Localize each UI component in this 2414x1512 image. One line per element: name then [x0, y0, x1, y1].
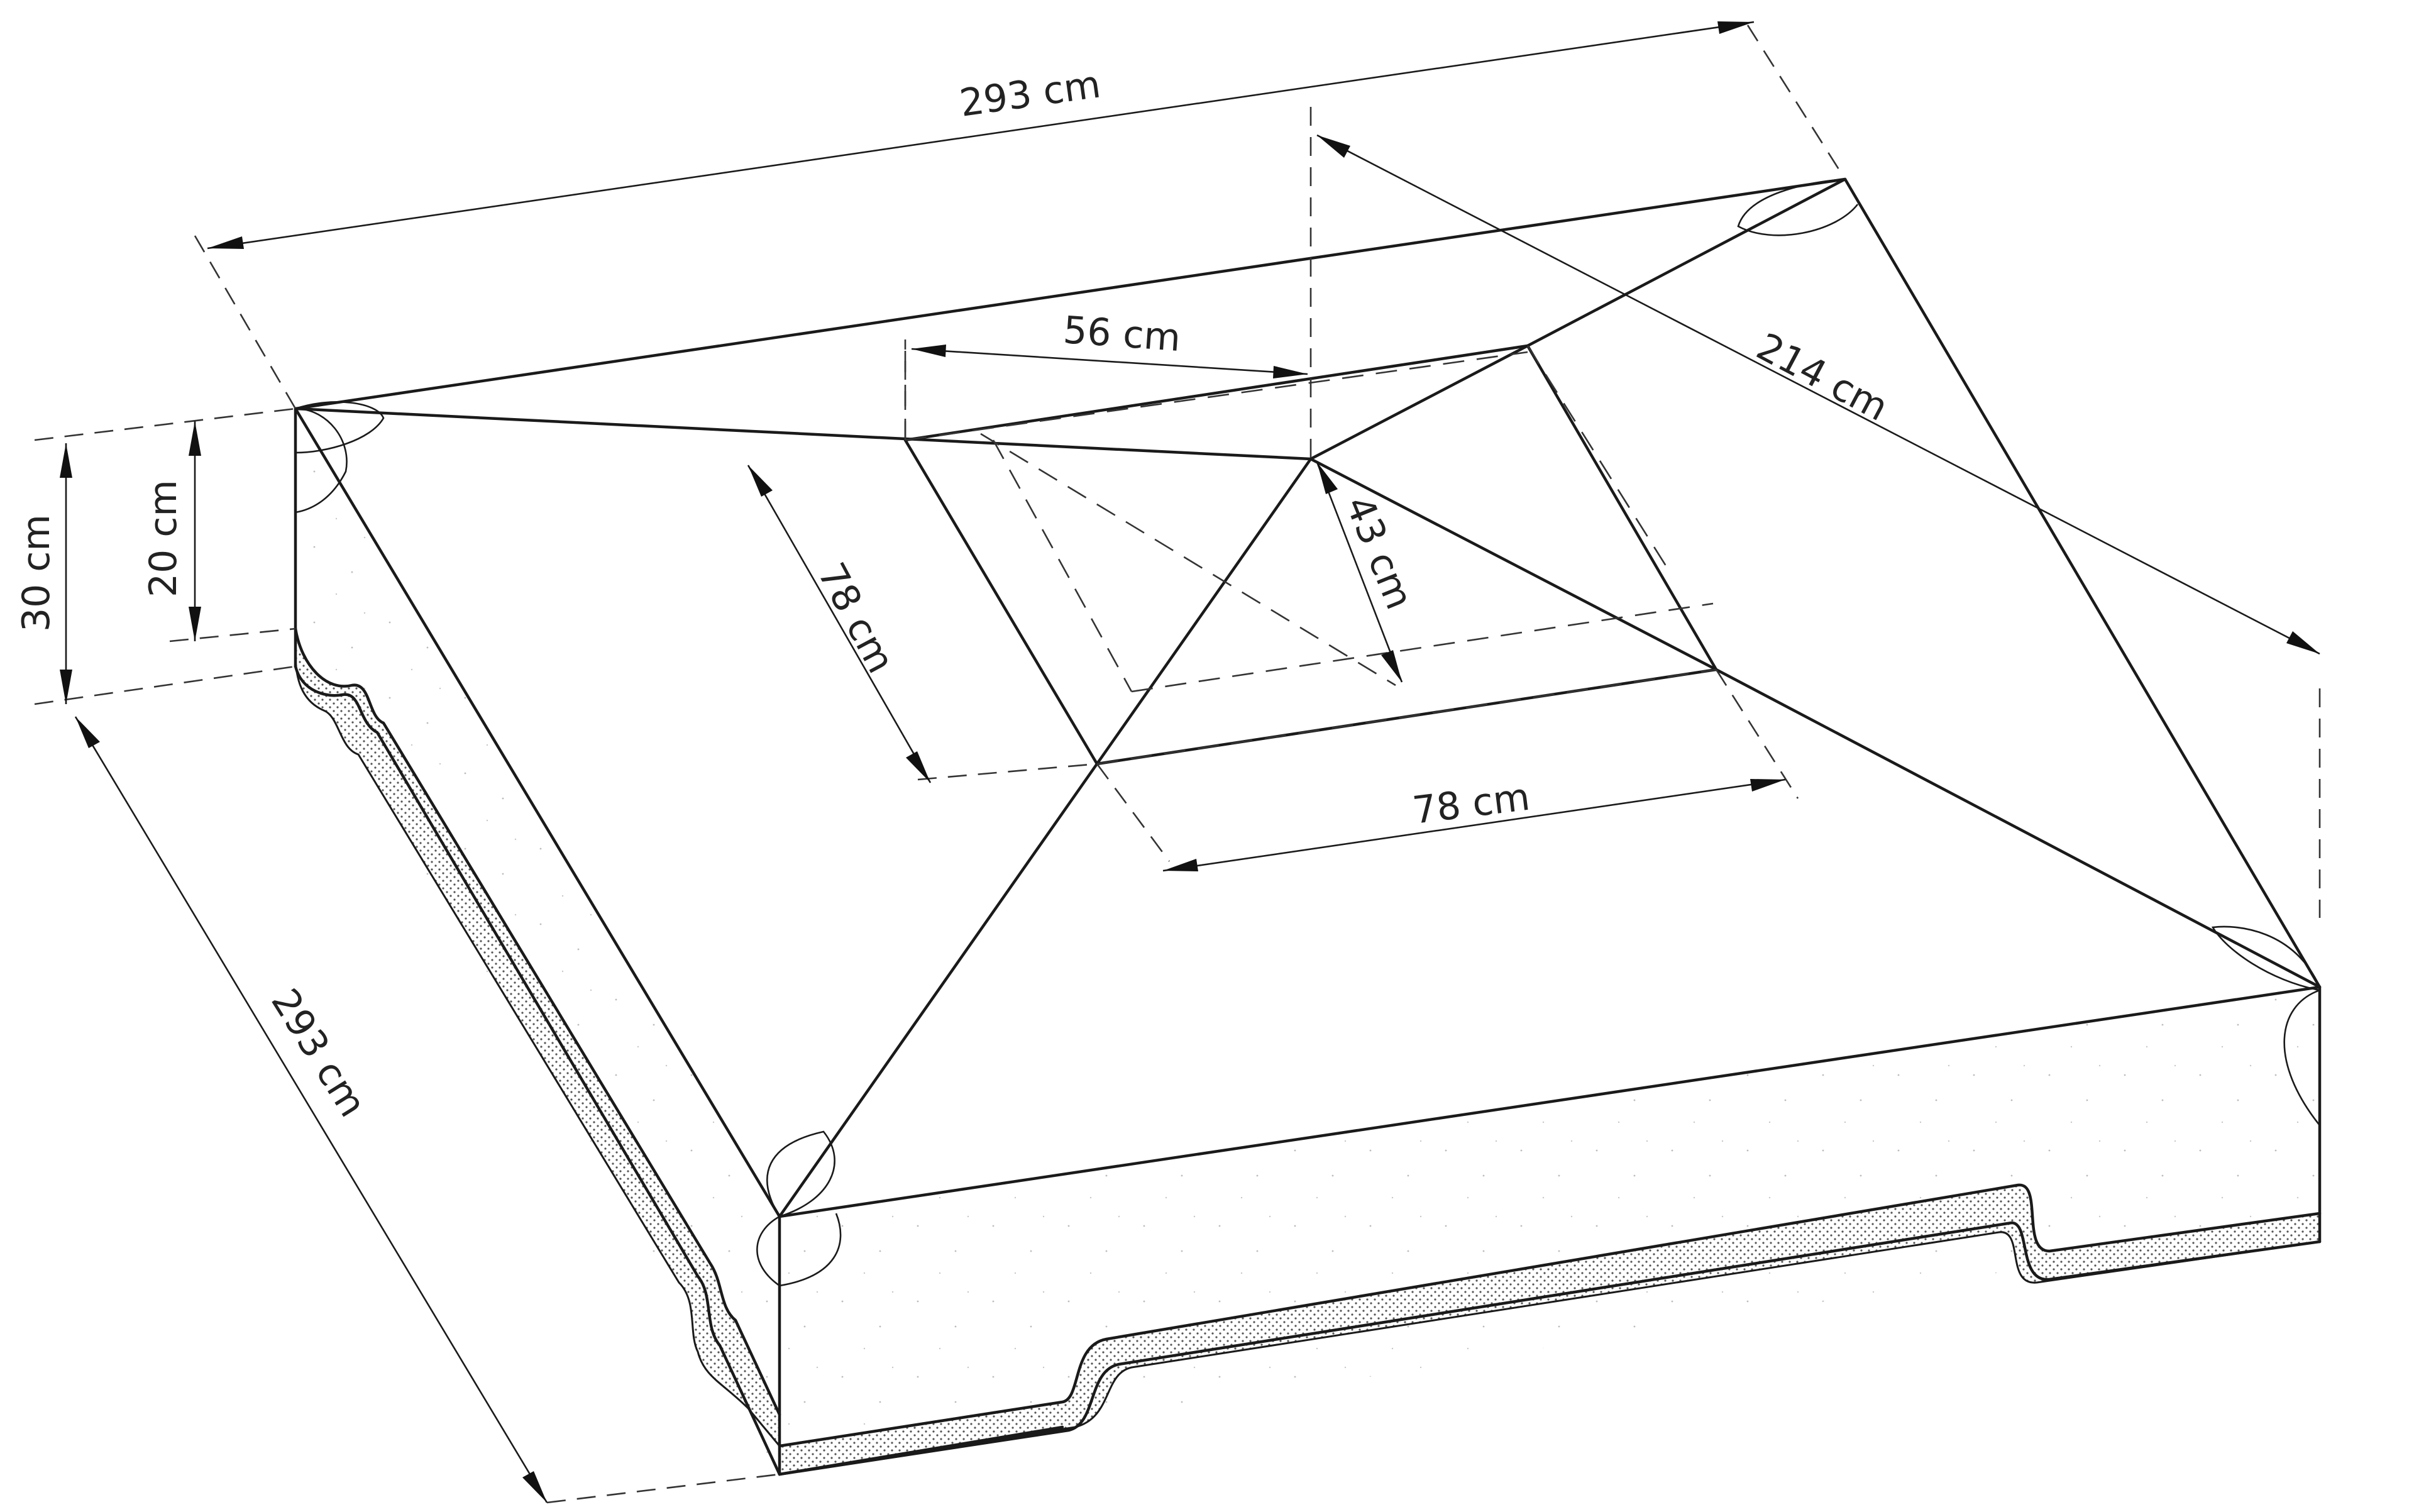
apex-offset-label: 56 cm	[1062, 308, 1182, 360]
dimension-lines	[60, 21, 2320, 1503]
corner-arcs	[295, 178, 2321, 1287]
extension-lines	[34, 25, 2321, 1504]
edge-height-label: 20 cm	[141, 480, 185, 597]
side-length-label: 293 cm	[262, 981, 375, 1125]
slab-edges	[294, 177, 2322, 1476]
top-length-label: 293 cm	[957, 62, 1103, 126]
total-height-label: 30 cm	[14, 514, 58, 632]
